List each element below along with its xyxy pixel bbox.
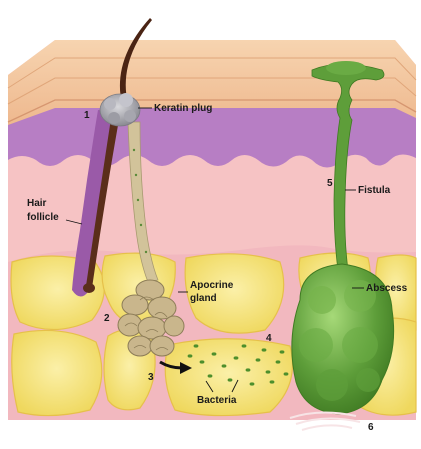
label-hair-follicle-line1: Hair [27, 198, 47, 209]
marker-5: 5 [327, 178, 333, 189]
label-apocrine-gland-line2: gland [190, 293, 217, 304]
marker-4: 4 [266, 333, 272, 344]
marker-3: 3 [148, 372, 154, 383]
label-hair-follicle-line2: follicle [27, 212, 59, 223]
label-fistula: Fistula [358, 185, 391, 196]
label-bacteria: Bacteria [197, 395, 237, 406]
marker-2: 2 [104, 313, 110, 324]
label-keratin-plug: Keratin plug [154, 103, 212, 114]
marker-6: 6 [368, 422, 374, 433]
marker-1: 1 [84, 110, 90, 121]
label-abscess: Abscess [366, 283, 408, 294]
label-apocrine-gland-line1: Apocrine [190, 280, 234, 291]
